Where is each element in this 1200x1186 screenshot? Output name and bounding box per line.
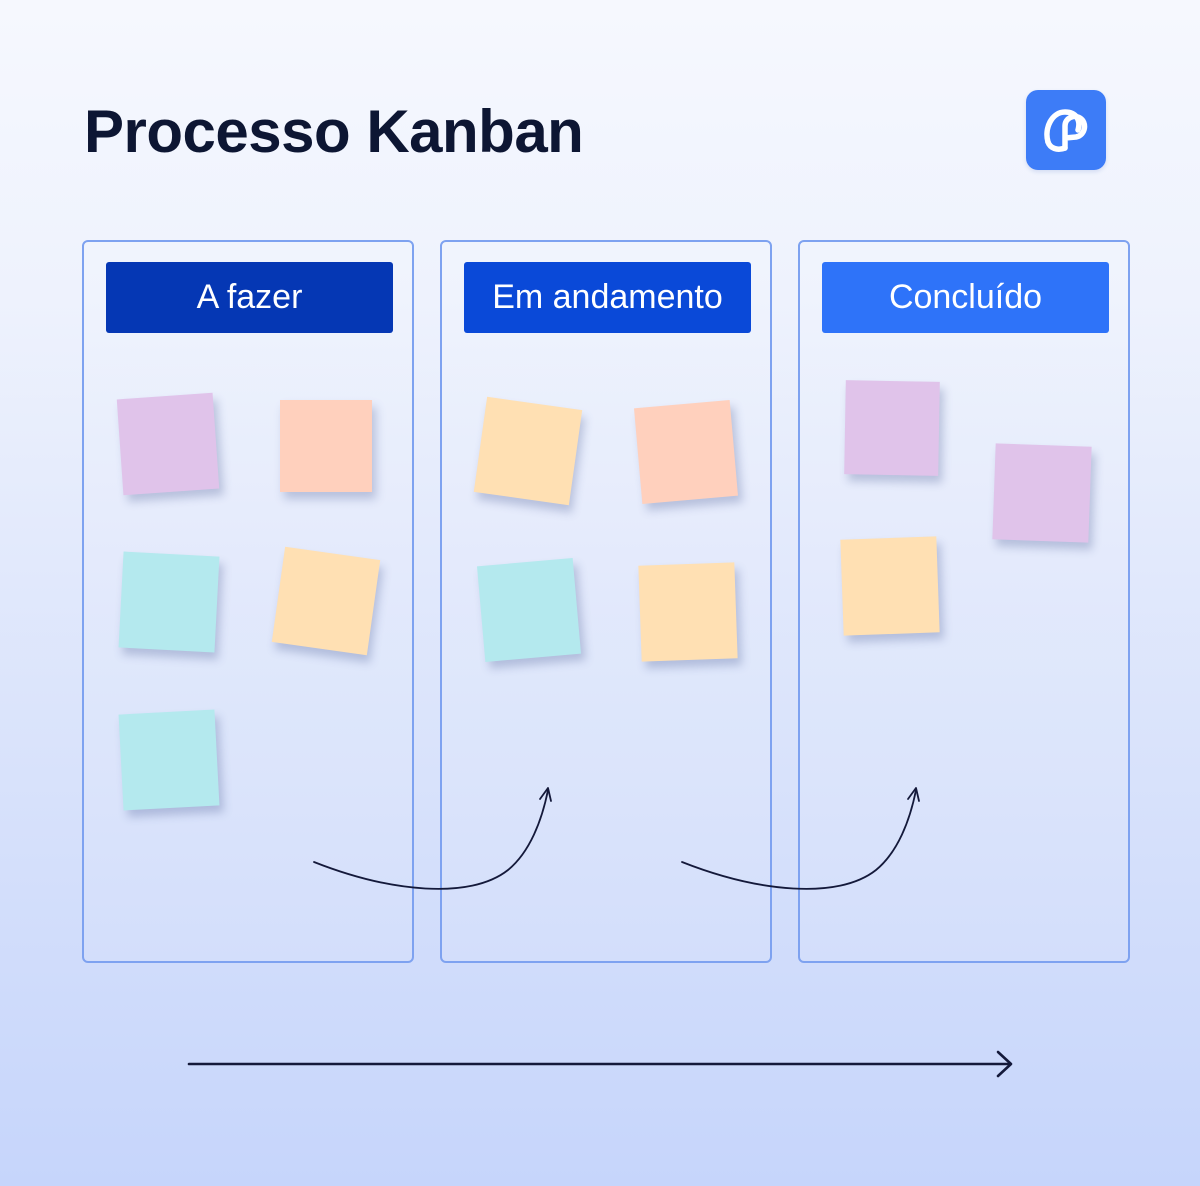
column-in-progress: Em andamento: [440, 240, 772, 963]
sticky-note[interactable]: [118, 551, 220, 653]
column-todo: A fazer: [82, 240, 414, 963]
sticky-note[interactable]: [280, 400, 372, 492]
sticky-note[interactable]: [992, 443, 1092, 543]
column-done: Concluído: [798, 240, 1130, 963]
page-title: Processo Kanban: [84, 98, 584, 165]
sticky-note[interactable]: [840, 536, 940, 636]
long-arrow-right-icon: [187, 1050, 1013, 1078]
sticky-note[interactable]: [118, 709, 220, 811]
sticky-note[interactable]: [473, 396, 583, 506]
sticky-note[interactable]: [638, 562, 738, 662]
column-header-in-progress[interactable]: Em andamento: [464, 262, 751, 333]
sticky-note[interactable]: [844, 380, 940, 476]
column-header-done[interactable]: Concluído: [822, 262, 1109, 333]
sticky-note[interactable]: [476, 557, 582, 663]
brand-logo-icon: [1026, 90, 1106, 170]
sticky-note[interactable]: [633, 399, 739, 505]
sticky-note[interactable]: [271, 546, 381, 656]
column-header-todo[interactable]: A fazer: [106, 262, 393, 333]
brand-logo-glyph: [1044, 109, 1088, 152]
sticky-note[interactable]: [116, 392, 220, 496]
